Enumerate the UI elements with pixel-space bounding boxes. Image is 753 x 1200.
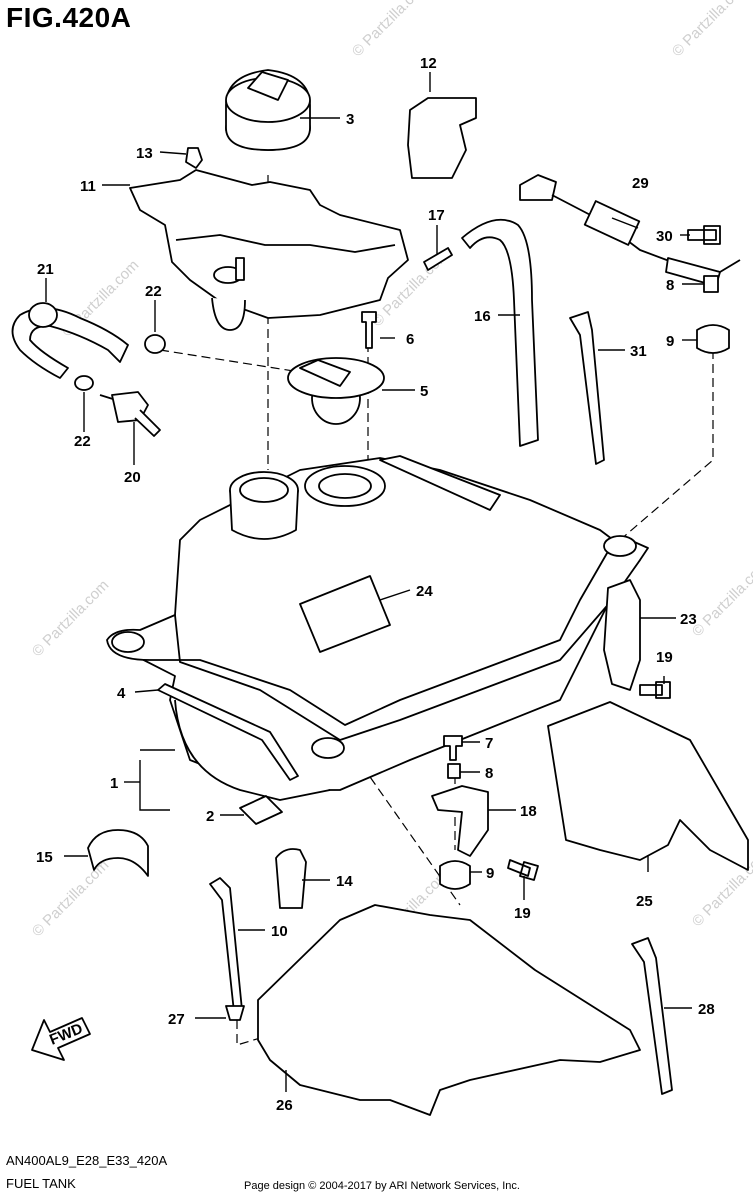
callout-5: 5 [420, 383, 428, 400]
collar [703, 275, 719, 293]
callout-22: 22 [145, 283, 162, 300]
callout-30: 30 [656, 228, 673, 245]
callout-9: 9 [666, 333, 674, 350]
fuel-tank-cover [129, 169, 409, 331]
callout-18: 18 [520, 803, 537, 820]
grommet [439, 860, 471, 890]
heat-shield [547, 701, 749, 871]
callout-25: 24 [416, 583, 433, 600]
callout-11: 14 [336, 873, 353, 890]
hose-clamp [144, 334, 166, 354]
hose-end [28, 302, 58, 328]
collar [447, 763, 461, 779]
callouts: 3 12 13 11 17 21 22 6 16 5 22 20 31 29 3… [36, 55, 715, 1114]
cushion-pad [239, 795, 283, 825]
callout-22b: 22 [74, 433, 91, 450]
callout-7: 7 [485, 735, 493, 752]
callout-28: 28 [698, 1001, 715, 1018]
tank-strap [519, 174, 741, 287]
callout-20: 20 [124, 469, 141, 486]
clip [225, 1005, 245, 1021]
callout-17: 17 [428, 207, 445, 224]
callout-12: 15 [36, 849, 53, 866]
cable-tie [631, 937, 673, 1095]
callout-8b: 8 [485, 765, 493, 782]
hose-nipple [423, 247, 453, 271]
callout-13: 11 [80, 178, 96, 195]
model-code: AN400AL9_E28_E33_420A [6, 1153, 168, 1168]
clip [185, 147, 203, 169]
leader-lines [45, 72, 704, 1092]
bolt [443, 735, 463, 761]
callout-8: 8 [666, 277, 674, 294]
drain-tube [157, 683, 299, 781]
callout-29: 29 [632, 175, 649, 192]
breather-hose [461, 218, 539, 447]
cable-tie [569, 311, 605, 465]
callout-19: 19 [656, 649, 673, 666]
fwd-arrow: FWD [31, 1017, 91, 1061]
callout-27: 27 [168, 1011, 185, 1028]
callout-3: 3 [346, 111, 354, 128]
bracket-block [407, 97, 477, 179]
figure-name: FUEL TANK [6, 1176, 76, 1191]
callout-10: 10 [271, 923, 288, 940]
page-credit: Page design © 2004-2017 by ARI Network S… [244, 1180, 520, 1192]
grommet [696, 324, 730, 354]
callout-15: 13 [136, 145, 153, 162]
callout-14: 12 [420, 55, 437, 72]
under-plate [257, 904, 641, 1116]
callout-26: 26 [276, 1097, 293, 1114]
bolt [687, 225, 721, 245]
filler-cap [225, 69, 311, 151]
callout-24: 25 [636, 893, 653, 910]
callout-21: 21 [37, 261, 54, 278]
tank-cushion [87, 829, 149, 877]
side-pad [275, 848, 307, 909]
bolt [507, 859, 539, 881]
callout-9b: 9 [486, 865, 494, 882]
callout-6: 6 [406, 331, 414, 348]
hose-clamp [74, 375, 94, 391]
screw [361, 311, 377, 349]
bracket [603, 579, 641, 691]
callout-31: 31 [630, 343, 647, 360]
callout-2: 2 [206, 808, 214, 825]
callout-19b: 19 [514, 905, 531, 922]
bolt [639, 681, 671, 699]
callout-16: 16 [474, 308, 491, 325]
cable-tie [209, 877, 243, 1013]
figure-title: FIG.420A [6, 2, 132, 33]
bracket [431, 785, 489, 857]
callout-1: 1 [110, 775, 118, 792]
callout-4: 4 [117, 685, 126, 702]
label-area [299, 575, 391, 653]
callout-23: 23 [680, 611, 697, 628]
fuel-pump-flange [287, 357, 385, 425]
fuel-filter [99, 391, 161, 437]
